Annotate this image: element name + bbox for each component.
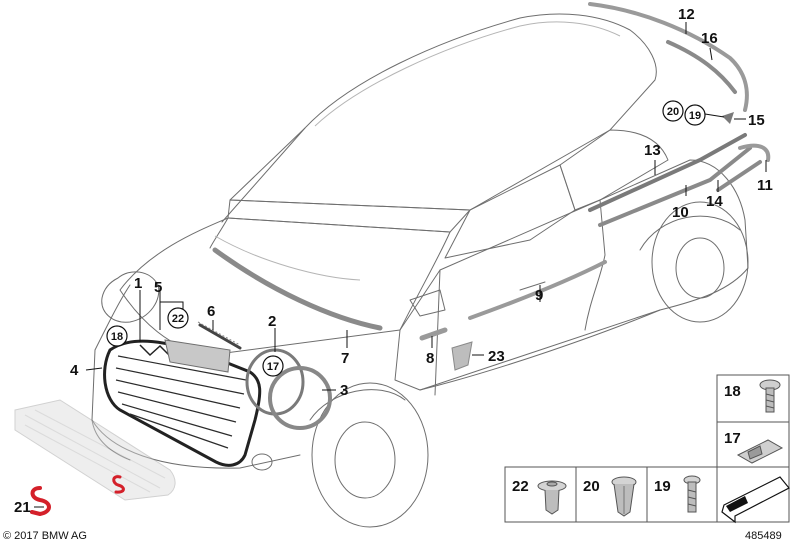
hardware-legend: 18 17 22 20 19 — [504, 374, 790, 524]
legend-label-19: 19 — [654, 478, 671, 495]
grille-bars — [115, 355, 247, 449]
part-label-6: 6 — [207, 303, 215, 320]
legend-label-17: 17 — [724, 430, 741, 447]
clip-17-icon — [736, 439, 784, 464]
circle-ref-17-text: 17 — [267, 361, 279, 373]
emblem-mount-s — [112, 475, 125, 494]
side-scuttle — [451, 341, 473, 371]
part-label-5: 5 — [154, 279, 162, 296]
trim-strip-14 — [716, 160, 762, 192]
fender-trim-strip — [419, 327, 448, 341]
lower-grille — [14, 399, 176, 501]
car-outline — [91, 13, 749, 528]
circled-refs: 18 22 17 20 19 — [106, 100, 706, 377]
trim-strip-11 — [738, 143, 771, 162]
part-label-13: 13 — [644, 142, 661, 159]
part-label-9: 9 — [535, 287, 543, 304]
hood-scoop-trim — [198, 323, 242, 350]
hood-trim-strip — [212, 247, 383, 331]
part-label-8: 8 — [426, 350, 434, 367]
trim-parts — [14, 2, 771, 516]
part-label-4: 4 — [70, 362, 79, 379]
roof-trim-12 — [588, 2, 749, 112]
circle-ref-22-text: 22 — [172, 313, 184, 325]
legend-label-18: 18 — [724, 383, 741, 400]
legend-label-20: 20 — [583, 478, 600, 495]
part-label-11: 11 — [757, 177, 773, 194]
leader-lines — [34, 22, 767, 508]
legend-label-22: 22 — [512, 478, 529, 495]
clip-15 — [722, 112, 734, 124]
circle-ref-20 — [662, 100, 684, 122]
mini-emblem-s — [30, 486, 51, 516]
side-trim-strip — [468, 260, 607, 320]
radiator-grille — [103, 339, 262, 467]
part-label-21: 21 — [14, 499, 31, 516]
part-labels: 1 2 3 4 5 6 7 8 9 10 11 12 13 14 15 16 2… — [14, 6, 773, 516]
part-label-15: 15 — [748, 112, 765, 129]
circle-ref-22 — [167, 307, 189, 329]
bolt-19-icon — [683, 475, 701, 513]
part-label-3: 3 — [340, 382, 348, 399]
circle-ref-17 — [262, 355, 284, 377]
circle-ref-18 — [106, 325, 128, 347]
grille-insert — [164, 339, 231, 373]
headlight-bezel — [268, 366, 332, 430]
roof-trim-16 — [666, 40, 737, 94]
rivet-22-icon — [537, 480, 567, 515]
circle-ref-19-text: 19 — [689, 110, 701, 122]
copyright-text: © 2017 BMW AG — [3, 530, 87, 542]
part-label-12: 12 — [678, 6, 695, 23]
window-trim-13 — [588, 133, 747, 212]
circle-ref-18-text: 18 — [111, 331, 123, 343]
window-trim-10 — [598, 146, 752, 227]
part-label-1: 1 — [134, 275, 142, 292]
circle-ref-20-text: 20 — [667, 106, 679, 118]
part-label-7: 7 — [341, 350, 349, 367]
circle-ref-19 — [684, 104, 706, 126]
screw-18-icon — [759, 379, 781, 413]
diagram-number: 485489 — [745, 530, 782, 542]
part-label-16: 16 — [701, 30, 718, 47]
part-label-23: 23 — [488, 348, 505, 365]
expanding-nut-20-icon — [611, 476, 637, 517]
part-label-2: 2 — [268, 313, 276, 330]
direction-arrow-icon — [721, 476, 790, 524]
part-label-10: 10 — [672, 204, 689, 221]
part-label-14: 14 — [706, 193, 723, 210]
